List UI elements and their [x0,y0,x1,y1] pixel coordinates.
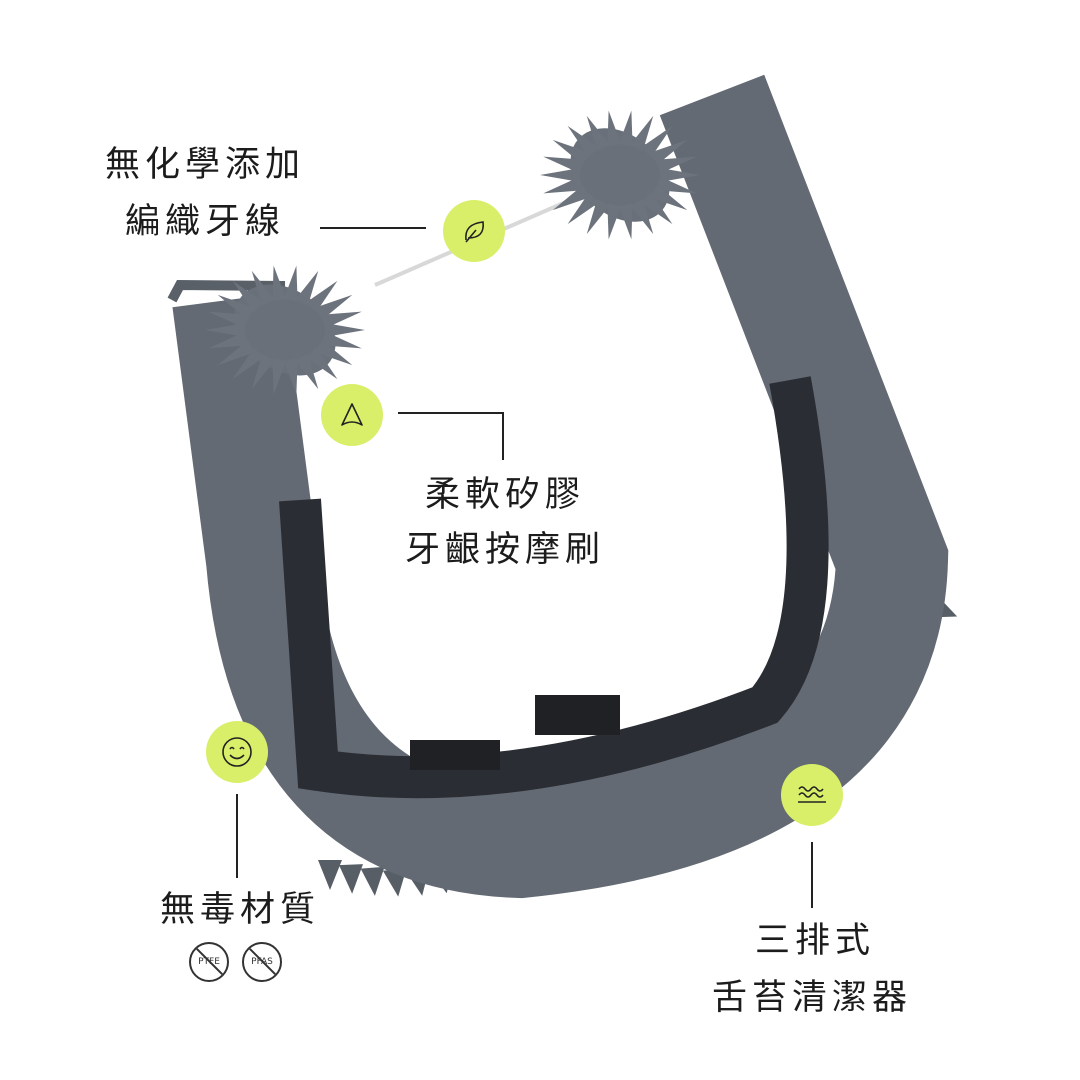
spike [650,139,688,165]
spike [641,125,673,158]
clip [410,740,500,770]
spike [586,115,610,151]
spike [295,270,319,306]
spike [540,168,580,182]
material-feature-line1: 無毒材質 [160,890,321,930]
callout-line [320,227,426,229]
spike [650,185,688,211]
callout-line [398,412,504,414]
callout-line [502,412,504,460]
spike [272,265,287,302]
spike [339,864,363,894]
spike [283,265,298,302]
arrow-up-icon [321,384,383,446]
spike [217,294,255,320]
spike [360,866,385,896]
spike [567,125,599,158]
leaf-icon [443,200,505,262]
spike [656,176,697,194]
spike [630,115,654,151]
no-ptfe-icon: PTFE [189,942,229,982]
spike [295,354,319,390]
spike [641,192,673,225]
spike [318,860,342,890]
floss-feature-line2: 編織牙線 [125,202,286,242]
spike [315,294,353,320]
spike [552,139,590,165]
spike [321,311,362,329]
spike [325,323,365,337]
spike [618,203,633,240]
spike [306,280,338,313]
spike [552,185,590,211]
no-pfas-icon: PFAS [242,942,282,982]
pfas-label: PFAS [251,957,273,967]
spike [232,280,264,313]
spike [630,199,654,235]
spike [251,354,275,390]
spike [217,340,255,366]
spike [208,311,249,329]
callout-line [236,794,238,878]
spike [607,110,622,147]
floss-feature-line1: 無化學添加 [105,145,306,185]
left-brush-head [205,265,365,395]
spike [586,199,610,235]
spike [567,192,599,225]
tongue-feature-line1: 三排式 [755,921,876,961]
callout-line [811,842,813,908]
spike [656,156,697,174]
spike [283,358,298,395]
inner-frame [279,376,829,799]
spike [315,340,353,366]
spike [232,347,264,380]
spike [660,168,700,182]
spike [321,331,362,349]
spike [272,358,287,395]
brush-feature-line1: 柔軟矽膠 [425,475,586,515]
smile-icon [206,721,268,783]
brush-feature-line2: 牙齦按摩刷 [405,530,606,570]
left-arm-top [167,279,286,303]
waves-icon [781,764,843,826]
tongue-feature-line2: 舌苔清潔器 [712,978,913,1018]
spike [607,203,622,240]
spike [205,323,245,337]
spike [306,347,338,380]
spike [543,156,584,174]
right-brush-head [540,110,700,240]
spike [618,110,633,147]
ptfe-label: PTFE [198,957,220,967]
spike [251,270,275,306]
clip [535,695,620,735]
